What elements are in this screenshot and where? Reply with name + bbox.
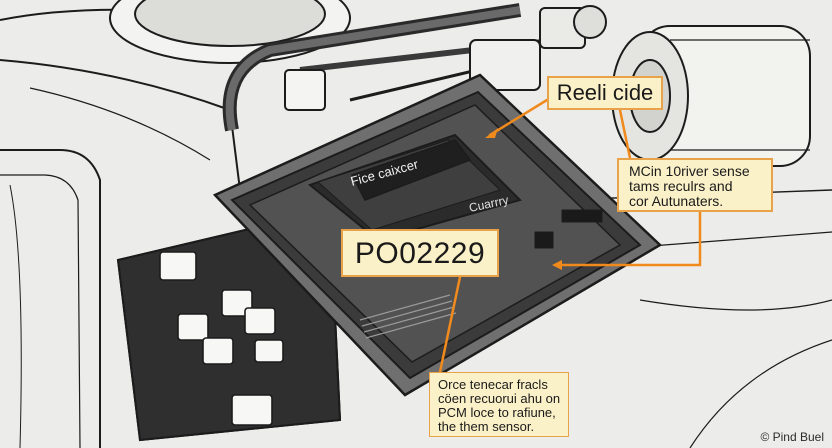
- dtc-code-callout: PO02229: [341, 229, 499, 277]
- title-callout: Reeli cide: [547, 76, 663, 110]
- pcm-description-line-3: PCM loce to rafiune,: [438, 406, 556, 420]
- leader-arrowheads: [485, 128, 562, 270]
- sensor-description-line-3: cor Autunaters.: [629, 194, 724, 209]
- sensor-description-line-1: MCin 10river sense: [629, 164, 750, 179]
- pcm-description-line-4: the them sensor.: [438, 420, 535, 434]
- pcm-description-line-1: Orce tenecar fracls: [438, 378, 548, 392]
- leader-lines: [438, 98, 702, 374]
- relay-blocks: [159, 251, 284, 426]
- sensor-description-callout: MCin 10river sense tams reculrs and cor …: [617, 158, 773, 212]
- image-credit: © Pind Buel: [760, 430, 824, 444]
- sensor-description-line-2: tams reculrs and: [629, 179, 733, 194]
- pcm-description-callout: Orce tenecar fracls cöen recuorui ahu on…: [429, 372, 569, 437]
- title-callout-text: Reeli cide: [556, 80, 654, 105]
- dtc-code-text: PO02229: [354, 237, 486, 270]
- pcm-description-line-2: cöen recuorui ahu on: [438, 392, 561, 406]
